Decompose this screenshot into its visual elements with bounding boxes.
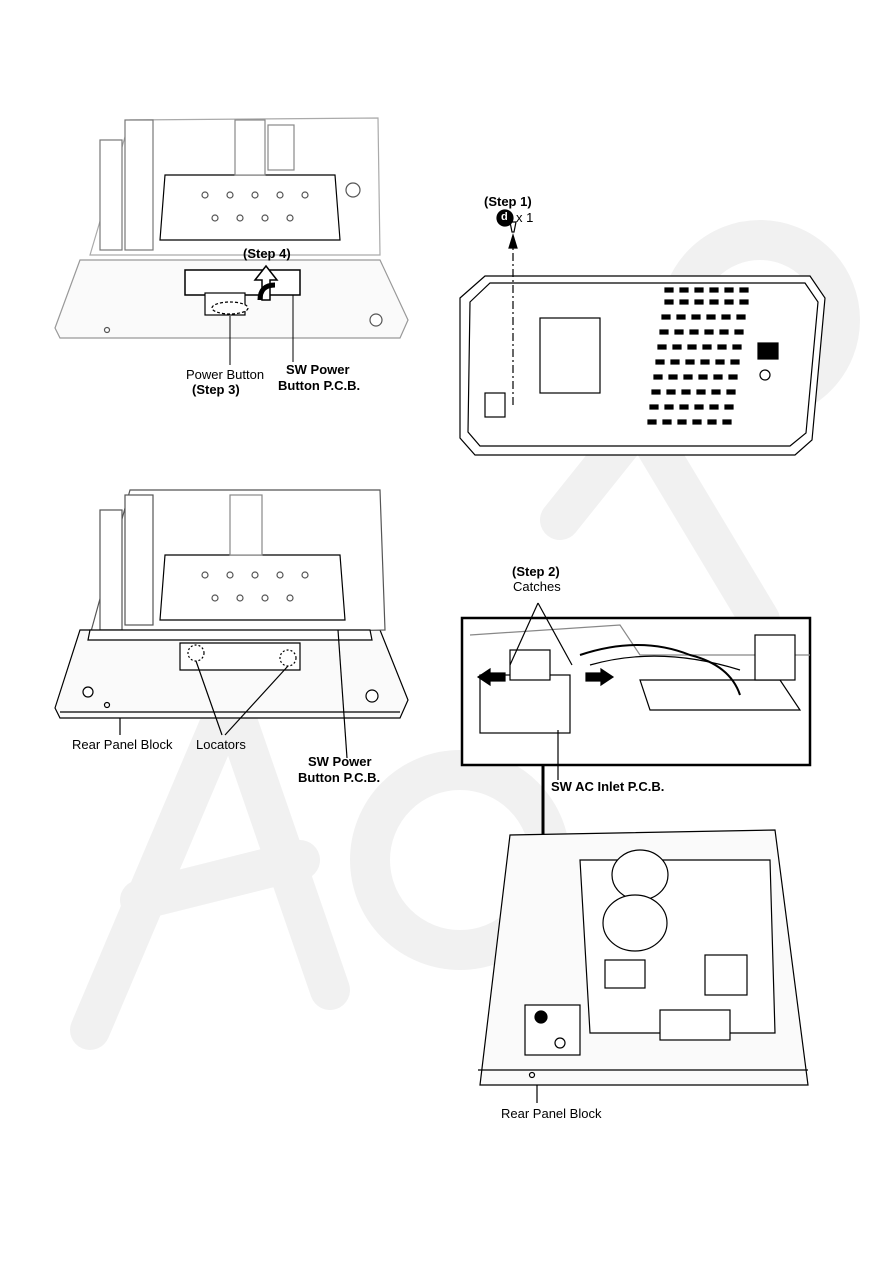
power-button-label: Power Button bbox=[186, 367, 265, 382]
rear-panel-block-label: Rear Panel Block bbox=[72, 737, 173, 752]
screw-count: x 1 bbox=[516, 210, 534, 225]
sw-power-label-line2: Button P.C.B. bbox=[278, 378, 361, 393]
screw-letter: d bbox=[501, 211, 508, 223]
locators-illustration bbox=[54, 489, 409, 759]
sw-power-label-line1: SW Power bbox=[308, 754, 372, 769]
power-button-pcb-illustration bbox=[54, 117, 409, 365]
locators-label: Locators bbox=[196, 737, 246, 752]
figure-power-button-removal: (Step 4) Power Button (Step 3) SW Power … bbox=[0, 0, 440, 420]
figure-ac-inlet-removal: (Step 2) Catches SW AC Inlet P.C.B. Rear… bbox=[440, 555, 893, 1135]
step1-label: (Step 1) bbox=[484, 194, 532, 209]
step4-label: (Step 4) bbox=[243, 246, 291, 261]
rear-cover-illustration bbox=[459, 209, 826, 456]
rear-panel-block-label: Rear Panel Block bbox=[501, 1106, 602, 1121]
sw-power-label-line1: SW Power bbox=[286, 362, 350, 377]
step3-label: (Step 3) bbox=[192, 382, 240, 397]
figure-rear-cover-screw: (Step 1) d x 1 bbox=[440, 180, 893, 470]
catches-label: Catches bbox=[513, 579, 561, 594]
sw-ac-inlet-label: SW AC Inlet P.C.B. bbox=[551, 779, 665, 794]
ac-inlet-illustration bbox=[460, 602, 812, 1103]
screw-icon bbox=[496, 209, 514, 227]
sw-power-label-line2: Button P.C.B. bbox=[298, 770, 381, 785]
figure-power-button-locators: Rear Panel Block Locators SW Power Butto… bbox=[0, 480, 440, 800]
step2-label: (Step 2) bbox=[512, 564, 560, 579]
